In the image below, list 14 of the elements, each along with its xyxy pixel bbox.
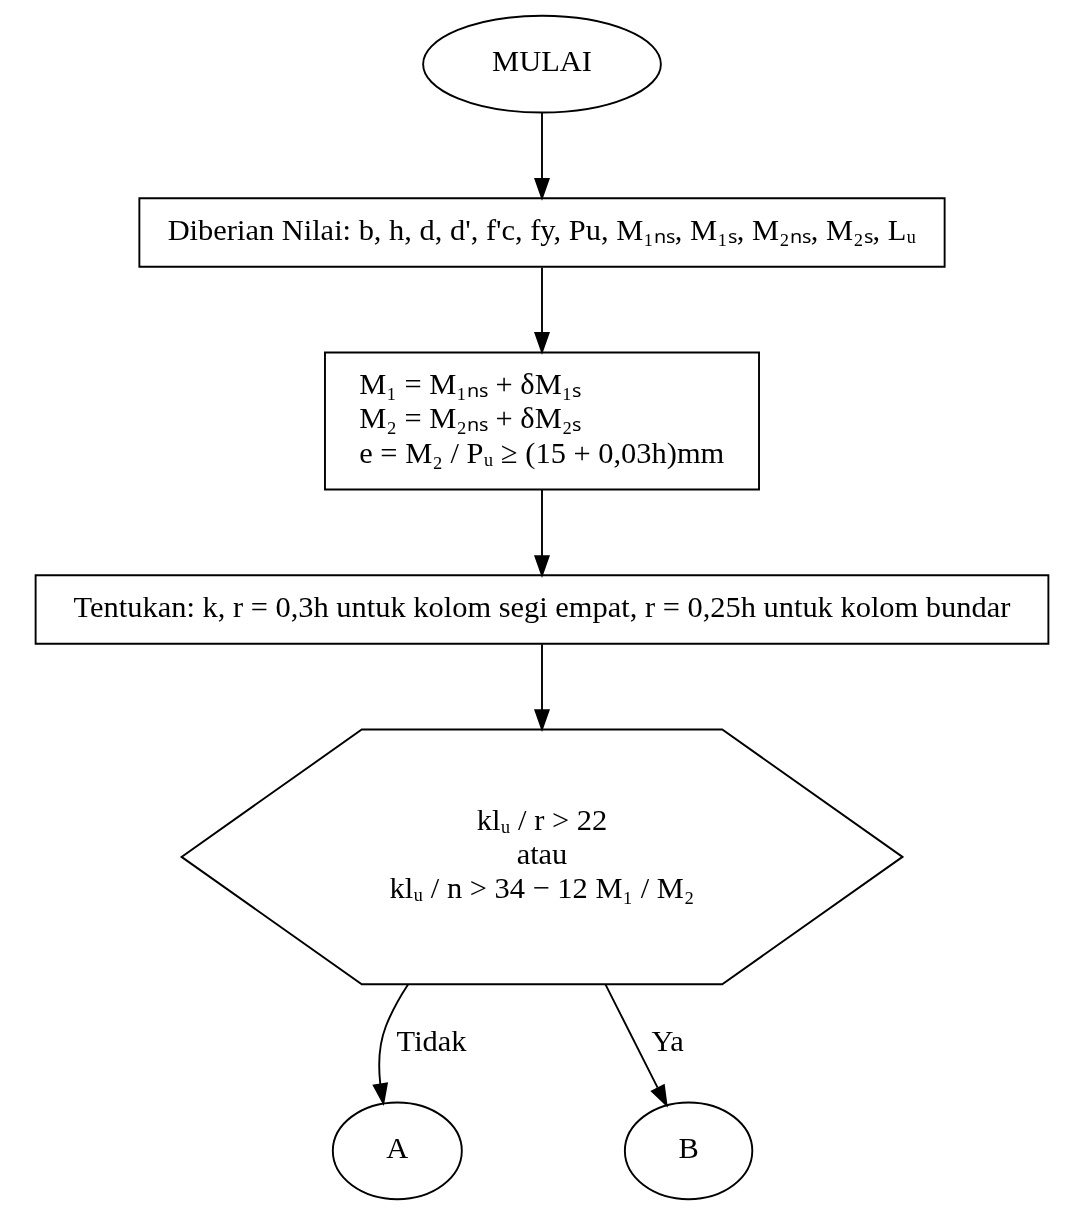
- arrow: [533, 266, 550, 355]
- node-ellipse: A: [331, 1101, 463, 1201]
- node-ellipse: MULAI: [421, 14, 662, 114]
- arrow: [533, 643, 550, 733]
- arrow: [604, 983, 668, 1108]
- node-box: M₁ = M₁ₙₛ + δM₁ₛ M₂ = M₂ₙₛ + δM₂ₛ e = M₂ / Pᵤ ≥ (15 + 0,03h)mm: [323, 351, 760, 491]
- edge-label: Ya: [650, 1023, 684, 1058]
- arrow: [371, 983, 409, 1107]
- node-ellipse: B: [623, 1101, 753, 1201]
- arrow: [533, 488, 550, 579]
- node-box: Tentukan: k, r = 0,3h untuk kolom segi empat, r = 0,25h untuk kolom bundar: [34, 574, 1049, 645]
- arrow: [533, 111, 550, 201]
- edge-label: Tidak: [396, 1023, 467, 1058]
- node-box: Diberian Nilai: b, h, d, d', f'c, fy, Pu, M₁ₙₛ, M₁ₛ, M₂ₙₛ, M₂ₛ, Lᵤ: [137, 197, 946, 268]
